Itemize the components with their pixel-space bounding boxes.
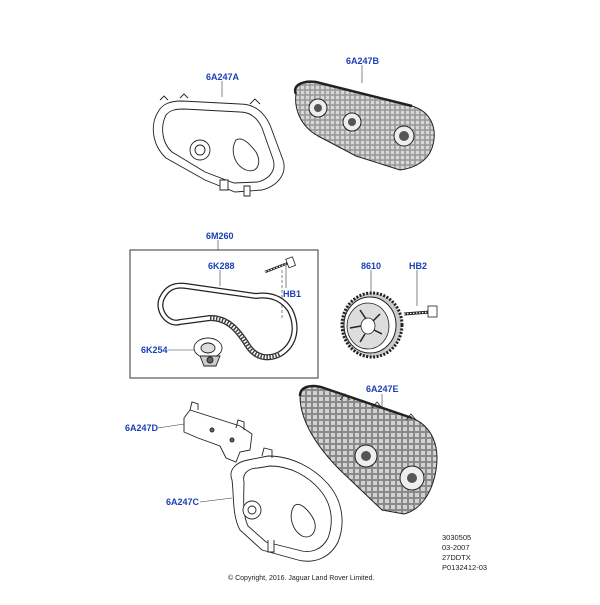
callout-6a247c: 6A247C	[166, 497, 200, 507]
copyright-notice: © Copyright, 2016. Jaguar Land Rover Lim…	[228, 575, 375, 582]
reference-block: 3030505 03-2007 27DDTX P0132412-03	[442, 533, 487, 573]
part-6a247b-outer-cover	[293, 80, 435, 171]
part-hb1-bolt	[264, 256, 296, 274]
reference-date: 03-2007	[442, 543, 470, 552]
kit-box-6m260	[129, 249, 319, 379]
callout-6a247a: 6A247A	[206, 72, 240, 82]
reference-code: 3030505	[442, 533, 472, 542]
reference-model: 27DDTX	[442, 553, 471, 562]
part-6k288-timing-belt	[157, 282, 298, 361]
leader-lines	[157, 65, 418, 503]
callout-hb2: HB2	[409, 261, 428, 271]
part-8610-camshaft-pulley	[340, 291, 404, 359]
callout-6k288: 6K288	[208, 261, 235, 271]
callout-6m260: 6M260	[206, 231, 234, 241]
part-6a247c-lower-inner-cover	[230, 447, 343, 562]
part-6a247d-bracket	[183, 401, 253, 463]
part-6a247e-lower-outer-cover	[298, 384, 438, 515]
callout-6a247b: 6A247B	[346, 56, 380, 66]
part-6a247a-rear-cover	[152, 93, 285, 197]
callout-6k254: 6K254	[141, 345, 168, 355]
part-6k254-tensioner	[193, 337, 223, 367]
reference-illustration-id: P0132412-03	[442, 563, 488, 572]
callout-6a247e: 6A247E	[366, 384, 399, 394]
callout-6a247d: 6A247D	[125, 423, 159, 433]
callout-8610: 8610	[361, 261, 382, 271]
callout-hb1: HB1	[283, 289, 302, 299]
part-hb2-bolt	[403, 305, 438, 318]
